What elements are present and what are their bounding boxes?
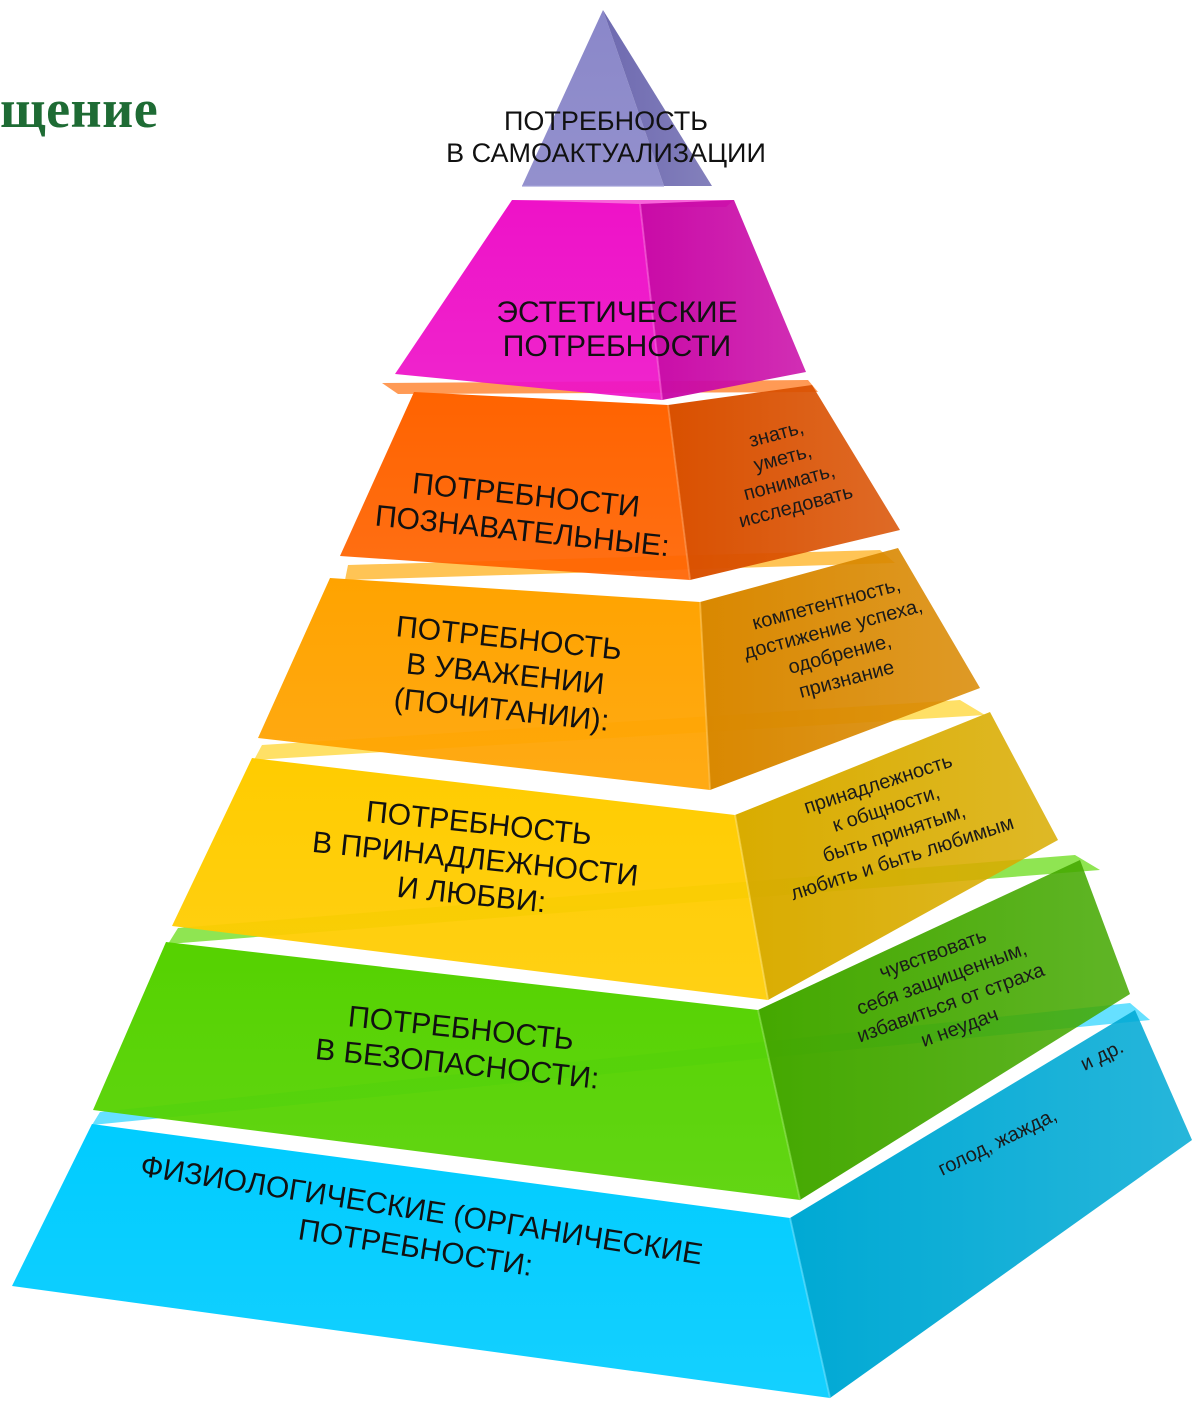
pyramid-side-face-esteem (700, 548, 980, 790)
pyramid-side-face-self-actualization (603, 10, 712, 186)
pyramid-label-line: ПОТРЕБНОСТИ (503, 330, 732, 363)
slide-title-fragment: щение (0, 79, 159, 139)
pyramid-side-face-safety (758, 860, 1130, 1200)
pyramid-edge-physiological (789, 1217, 831, 1399)
pyramid-edge-safety (757, 1009, 801, 1201)
pyramid-front-face-self-actualization (522, 10, 664, 186)
pyramid-front-face-belonging (172, 758, 768, 1000)
pyramid-front-face-aesthetic (395, 200, 662, 400)
pyramid-side-face-physiological (790, 1010, 1192, 1398)
pyramid-level-esteem: ПОТРЕБНОСТЬВ УВАЖЕНИИ(ПОЧИТАНИИ):компете… (258, 548, 980, 791)
pyramid-side-face-aesthetic (640, 200, 806, 400)
pyramid-front-face-physiological (12, 1124, 830, 1398)
pyramid-level-cognitive: ПОТРЕБНОСТИПОЗНАВАТЕЛЬНЫЕ:знать,уметь,по… (340, 380, 900, 581)
pyramid-level-safety: ПОТРЕБНОСТЬВ БЕЗОПАСНОСТИ:чувствоватьсеб… (93, 855, 1130, 1201)
pyramid-level-belonging: ПОТРЕБНОСТЬВ ПРИНАДЛЕЖНОСТИИ ЛЮБВИ:прина… (172, 700, 1058, 1001)
pyramid-label-line: ПОТРЕБНОСТЬ (504, 106, 708, 136)
pyramid-side-face-cognitive (668, 385, 900, 580)
pyramid-edge-esteem (699, 601, 711, 791)
pyramid-edge-cognitive (667, 404, 691, 581)
pyramid-edge-aesthetic (639, 203, 663, 401)
pyramid-side-face-belonging (735, 712, 1058, 1000)
pyramid-label-line: В САМОАКТУАЛИЗАЦИИ (446, 138, 766, 168)
pyramid-front-face-esteem (258, 578, 710, 790)
pyramid-front-face-cognitive (340, 392, 690, 580)
pyramid-edge-belonging (734, 814, 769, 1001)
pyramid-front-face-safety (93, 942, 800, 1200)
pyramid-label-line: ЭСТЕТИЧЕСКИЕ (496, 296, 737, 329)
